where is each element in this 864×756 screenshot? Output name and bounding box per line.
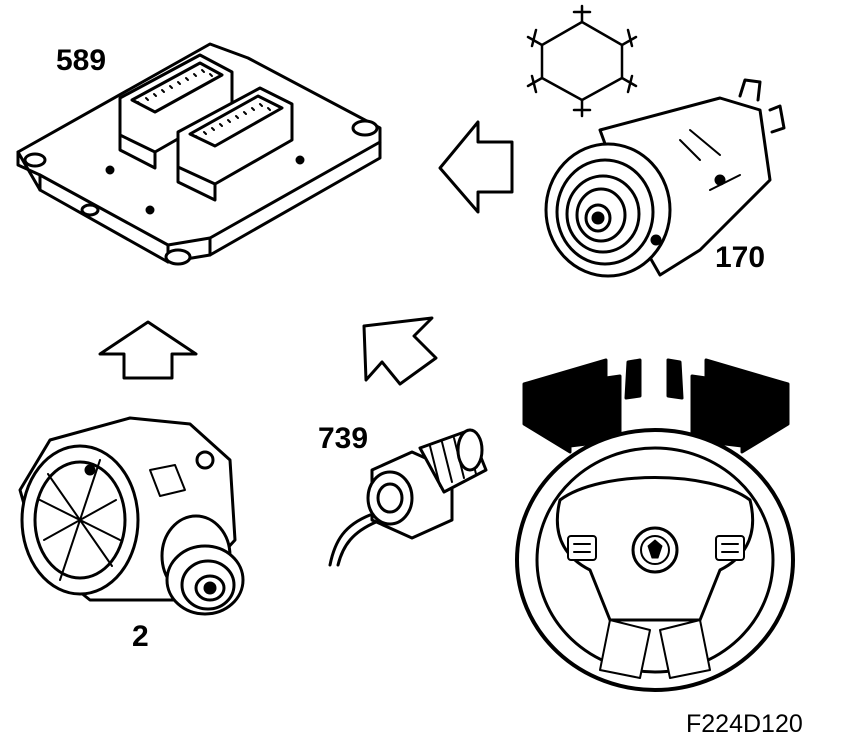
pressure-sensor	[328, 428, 488, 567]
arrow-up-left-icon	[362, 316, 438, 386]
steering-angle-arrow	[522, 358, 790, 454]
steering-wheel	[515, 428, 795, 692]
ecu-unit	[16, 42, 382, 266]
label-ecu-number: 589	[56, 44, 107, 77]
arrow-up-icon	[98, 320, 198, 380]
snowflake-icon	[526, 4, 638, 118]
label-sensor-number: 739	[318, 422, 369, 455]
arrow-left-icon	[438, 120, 514, 214]
generator	[18, 416, 245, 616]
label-generator-number: 2	[132, 620, 149, 653]
ac-compressor	[544, 78, 786, 278]
figure-code: F224D120	[686, 710, 803, 738]
label-compressor-number: 170	[715, 241, 766, 274]
